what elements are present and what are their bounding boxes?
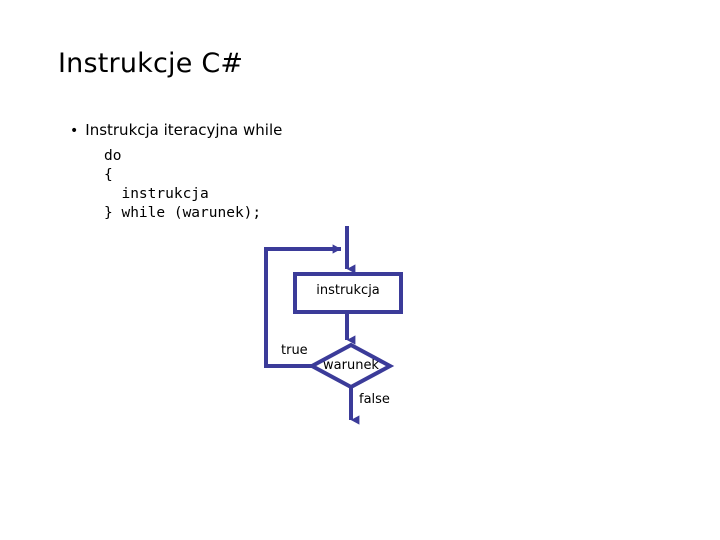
flow-node-instrukcja[interactable]	[293, 272, 403, 314]
flow-edge-label-false: false	[359, 392, 390, 407]
page-title: Instrukcje C#	[58, 48, 244, 79]
flow-node-instrukcja-label: instrukcja	[316, 283, 380, 298]
flow-node-warunek-label: warunek	[323, 358, 379, 373]
bullet-marker-icon: •	[70, 123, 79, 139]
code-snippet: do { instrukcja } while (warunek);	[104, 148, 262, 221]
bullet-list-item: • Instrukcja iteracyjna while	[70, 121, 282, 139]
flow-edge-label-true: true	[281, 343, 308, 358]
bullet-item-label: Instrukcja iteracyjna while	[85, 121, 283, 139]
